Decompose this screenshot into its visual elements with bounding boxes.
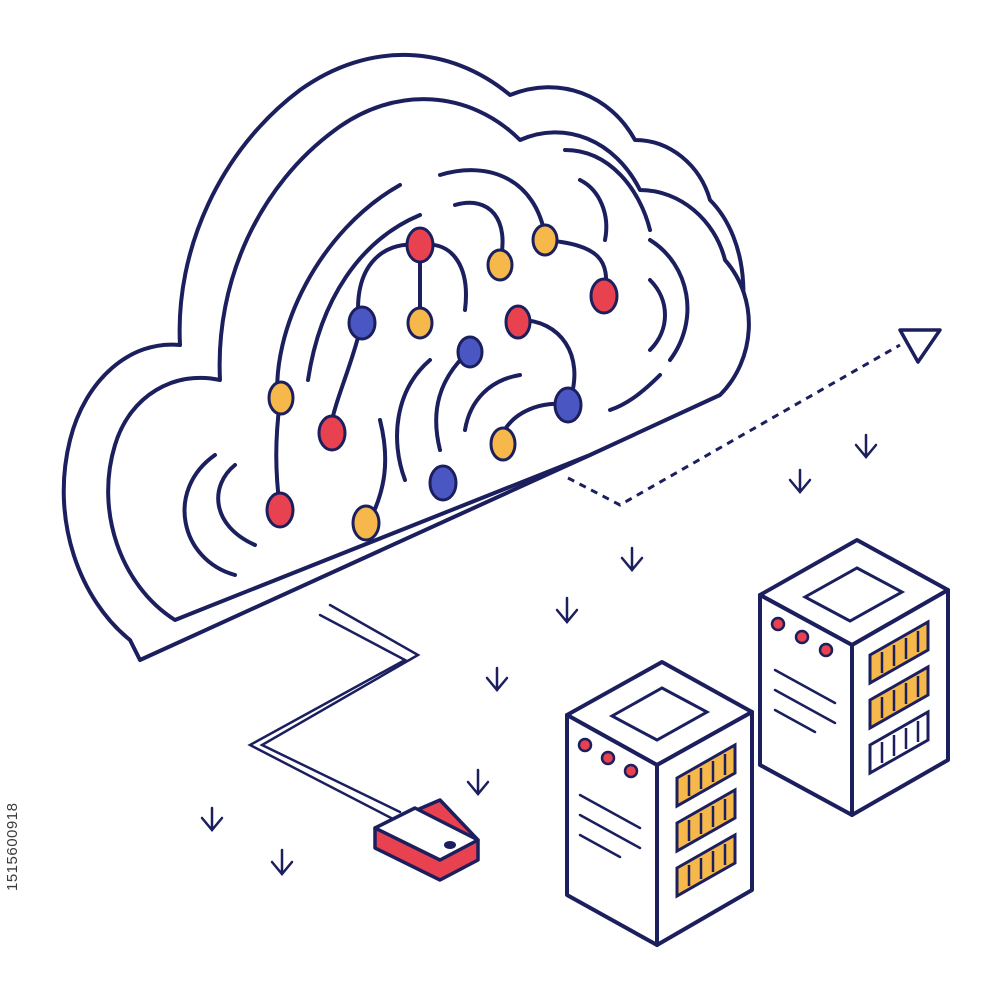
trace-arc — [648, 238, 690, 362]
node-yellow — [351, 504, 381, 542]
node-yellow — [486, 248, 514, 282]
node-red — [265, 491, 295, 529]
drive-bays — [675, 742, 737, 899]
trace-arc — [463, 373, 522, 432]
sparkles — [200, 433, 878, 876]
node-blue — [553, 386, 583, 424]
drive-bays — [868, 619, 930, 776]
node-blue — [456, 335, 484, 369]
trace-arc — [438, 168, 547, 237]
node-red — [317, 414, 347, 452]
sparkle-icon — [620, 546, 644, 572]
trace-arc — [306, 213, 422, 382]
trace-arc — [563, 148, 652, 232]
trace-arc — [216, 463, 257, 547]
dashed-arrow-icon — [567, 328, 942, 507]
cloud-circuit-icon — [61, 53, 751, 662]
node-yellow — [489, 426, 517, 462]
node-yellow — [406, 306, 434, 340]
node-blue — [428, 464, 458, 502]
sparkle-icon — [485, 666, 509, 692]
node-blue — [347, 305, 377, 341]
trace-arc — [395, 358, 432, 482]
trace-arc — [578, 178, 609, 242]
trace-arc — [275, 183, 402, 407]
sparkle-icon — [270, 848, 294, 876]
node-yellow — [531, 223, 559, 257]
server-rack-icon — [758, 538, 950, 817]
sparkle-icon — [555, 596, 579, 624]
stock-image-id: 1515600918 — [4, 802, 21, 892]
circuit-nodes — [265, 223, 619, 542]
trace-arc — [434, 353, 467, 452]
server-rack-icon — [565, 660, 754, 947]
trace-arc — [518, 318, 577, 402]
node-red — [589, 277, 619, 315]
sparkle-icon — [854, 433, 878, 459]
cable — [247, 603, 421, 822]
usb-plug-icon — [373, 798, 480, 882]
trace-arc — [608, 373, 662, 412]
node-red — [504, 304, 532, 340]
sparkle-icon — [788, 468, 812, 494]
node-red — [405, 226, 435, 264]
sparkle-icon — [466, 768, 490, 796]
trace-arc — [182, 453, 237, 577]
trace-arc — [648, 278, 667, 352]
node-yellow — [267, 380, 295, 416]
sparkle-icon — [200, 806, 224, 832]
